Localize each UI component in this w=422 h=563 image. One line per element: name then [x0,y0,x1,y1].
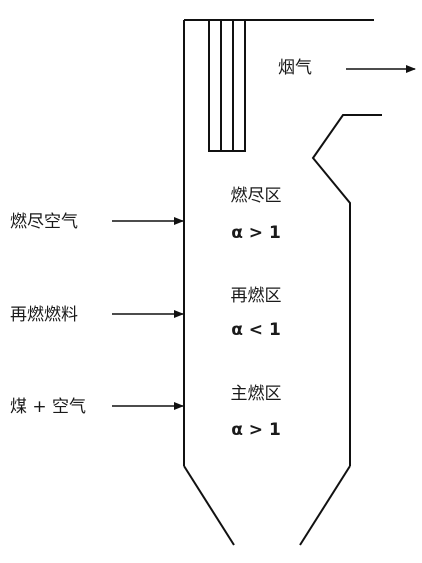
coal-air-label: 煤 + 空气 [10,397,87,417]
reburn-fuel-label: 再燃燃料 [10,305,78,325]
burnout-zone-label: 燃尽区 [230,186,282,206]
hopper-left [183,465,235,546]
reburn-zone-label: 再燃区 [230,286,282,306]
primary-zone-label: 主燃区 [230,384,282,404]
heat-exchanger-tubes [208,19,246,152]
flue-gas-label: 烟气 [278,58,312,78]
burnout-zone-alpha: α > 1 [231,223,281,243]
reburn-zone-alpha: α < 1 [231,320,281,340]
hopper-right [299,465,351,546]
burnout-air-label: 燃尽空气 [10,212,78,232]
furnace-nose-right-wall [311,114,382,466]
primary-zone-alpha: α > 1 [231,420,281,440]
